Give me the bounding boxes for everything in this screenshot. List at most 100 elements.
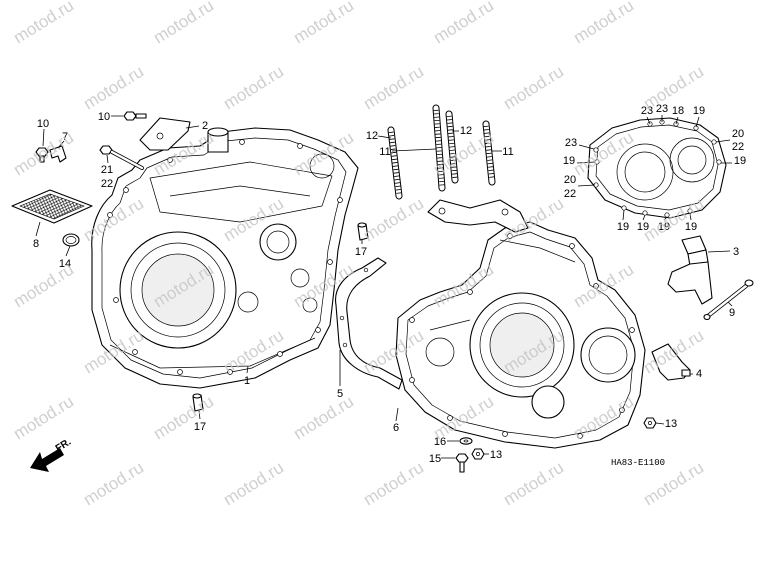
left-crankcase <box>91 127 359 389</box>
bolt-hole <box>577 433 583 439</box>
callout-19-a: 19 <box>693 105 705 117</box>
right-crankcase <box>395 221 646 449</box>
dowel-end <box>192 393 202 399</box>
watermark-text: motod.ru <box>10 260 77 312</box>
rod-end <box>703 313 711 321</box>
fitting-nozzle <box>681 369 691 377</box>
callout-13-a: 13 <box>490 449 502 461</box>
crank-bore-cavity <box>489 312 555 378</box>
gasket-outline <box>335 257 403 390</box>
dowel-end <box>357 222 367 228</box>
callout-4: 4 <box>696 368 702 380</box>
rod-end <box>744 279 754 287</box>
bolt-15 <box>455 453 469 473</box>
cover-boss-inner <box>677 145 707 175</box>
bolt-hole <box>239 139 245 145</box>
callout-20-a: 20 <box>732 128 744 140</box>
shaft-boss <box>290 268 310 288</box>
watermark-text: motod.ru <box>80 62 147 114</box>
watermark-text: motod.ru <box>290 392 357 444</box>
shaft-boss <box>531 385 565 419</box>
callout-11-a: 11 <box>379 146 390 158</box>
bolt-hole <box>107 212 113 218</box>
callout-22-b: 22 <box>732 141 744 153</box>
callout-17-a: 17 <box>355 246 367 258</box>
right-crankcase-flange <box>405 231 635 439</box>
bolt-hole <box>409 377 415 383</box>
duct-bracket <box>667 235 713 305</box>
callout-23-b: 23 <box>656 103 668 115</box>
callout-10-b: 10 <box>98 111 110 123</box>
callout-23-a: 23 <box>641 105 653 117</box>
bolt-hole <box>132 349 138 355</box>
watermark-text: motod.ru <box>500 62 567 114</box>
side-cover-outline <box>587 117 727 219</box>
bolt-hole <box>337 197 343 203</box>
callout-19-g: 19 <box>685 221 697 233</box>
cover-boss <box>616 143 674 201</box>
watermark-text: motod.ru <box>220 62 287 114</box>
washer-13-right <box>643 417 657 429</box>
bolt-hole <box>593 147 599 153</box>
callout-1: 1 <box>244 375 250 387</box>
shaft-boss <box>302 297 318 313</box>
callout-19-e: 19 <box>637 221 649 233</box>
screen-mesh <box>19 193 85 220</box>
watermark-text: motod.ru <box>570 0 637 47</box>
callout-2: 2 <box>202 120 208 132</box>
watermark-text: motod.ru <box>150 0 217 47</box>
bracket <box>667 261 713 305</box>
washer-hole <box>648 421 652 425</box>
plate-hole <box>156 132 164 140</box>
bolt-hole <box>507 233 513 239</box>
bolt-hole <box>593 283 599 289</box>
callout-15: 15 <box>429 453 441 465</box>
callout-19-d: 19 <box>617 221 629 233</box>
leader-lines <box>35 115 733 459</box>
bolt-head <box>455 453 469 463</box>
fitting <box>651 343 691 381</box>
dowel-pin <box>192 393 204 412</box>
bolt-hole <box>297 143 303 149</box>
watermark-text: motod.ru <box>500 458 567 510</box>
plate-hole <box>501 208 509 216</box>
side-cover <box>587 117 727 219</box>
bolt-shank <box>459 461 465 473</box>
callout-21: 21 <box>101 164 113 176</box>
dowel-pin <box>357 222 369 241</box>
bolt-hole <box>467 289 473 295</box>
bolt-10-left <box>35 147 49 163</box>
callout-12-b: 12 <box>460 125 472 137</box>
washer-16 <box>459 437 473 445</box>
gasket-hole <box>339 315 345 321</box>
watermark-text: motod.ru <box>290 0 357 47</box>
bolt-hole <box>642 210 648 216</box>
gasket-hole <box>363 267 369 273</box>
watermark-text: motod.ru <box>10 0 77 47</box>
watermark-text: motod.ru <box>360 194 427 246</box>
left-crankcase-top-deck <box>149 161 333 223</box>
callout-19-c: 19 <box>734 155 746 167</box>
bolt-hole <box>447 415 453 421</box>
watermark-text: motod.ru <box>220 458 287 510</box>
shaft-boss <box>425 337 455 367</box>
callout-17-b: 17 <box>194 421 206 433</box>
left-crankcase-bolt-holes <box>107 139 343 375</box>
bolt-hole <box>502 431 508 437</box>
callout-3: 3 <box>733 246 739 258</box>
cylinder-studs <box>387 104 496 200</box>
bearing-seal <box>266 230 290 254</box>
bolt-hole <box>277 351 283 357</box>
o-ring-inner <box>65 236 77 244</box>
cover-boss-inner <box>624 151 666 193</box>
crank-bore-cavity <box>141 253 215 327</box>
bolt-hole <box>569 243 575 249</box>
watermark-text: motod.ru <box>430 0 497 47</box>
callout-14: 14 <box>59 258 71 270</box>
bolt-shank <box>39 155 45 163</box>
bolt-hole <box>167 157 173 163</box>
right-crankcase-rib <box>429 239 576 331</box>
bolt-hole <box>327 259 333 265</box>
callout-12-a: 12 <box>366 130 378 142</box>
